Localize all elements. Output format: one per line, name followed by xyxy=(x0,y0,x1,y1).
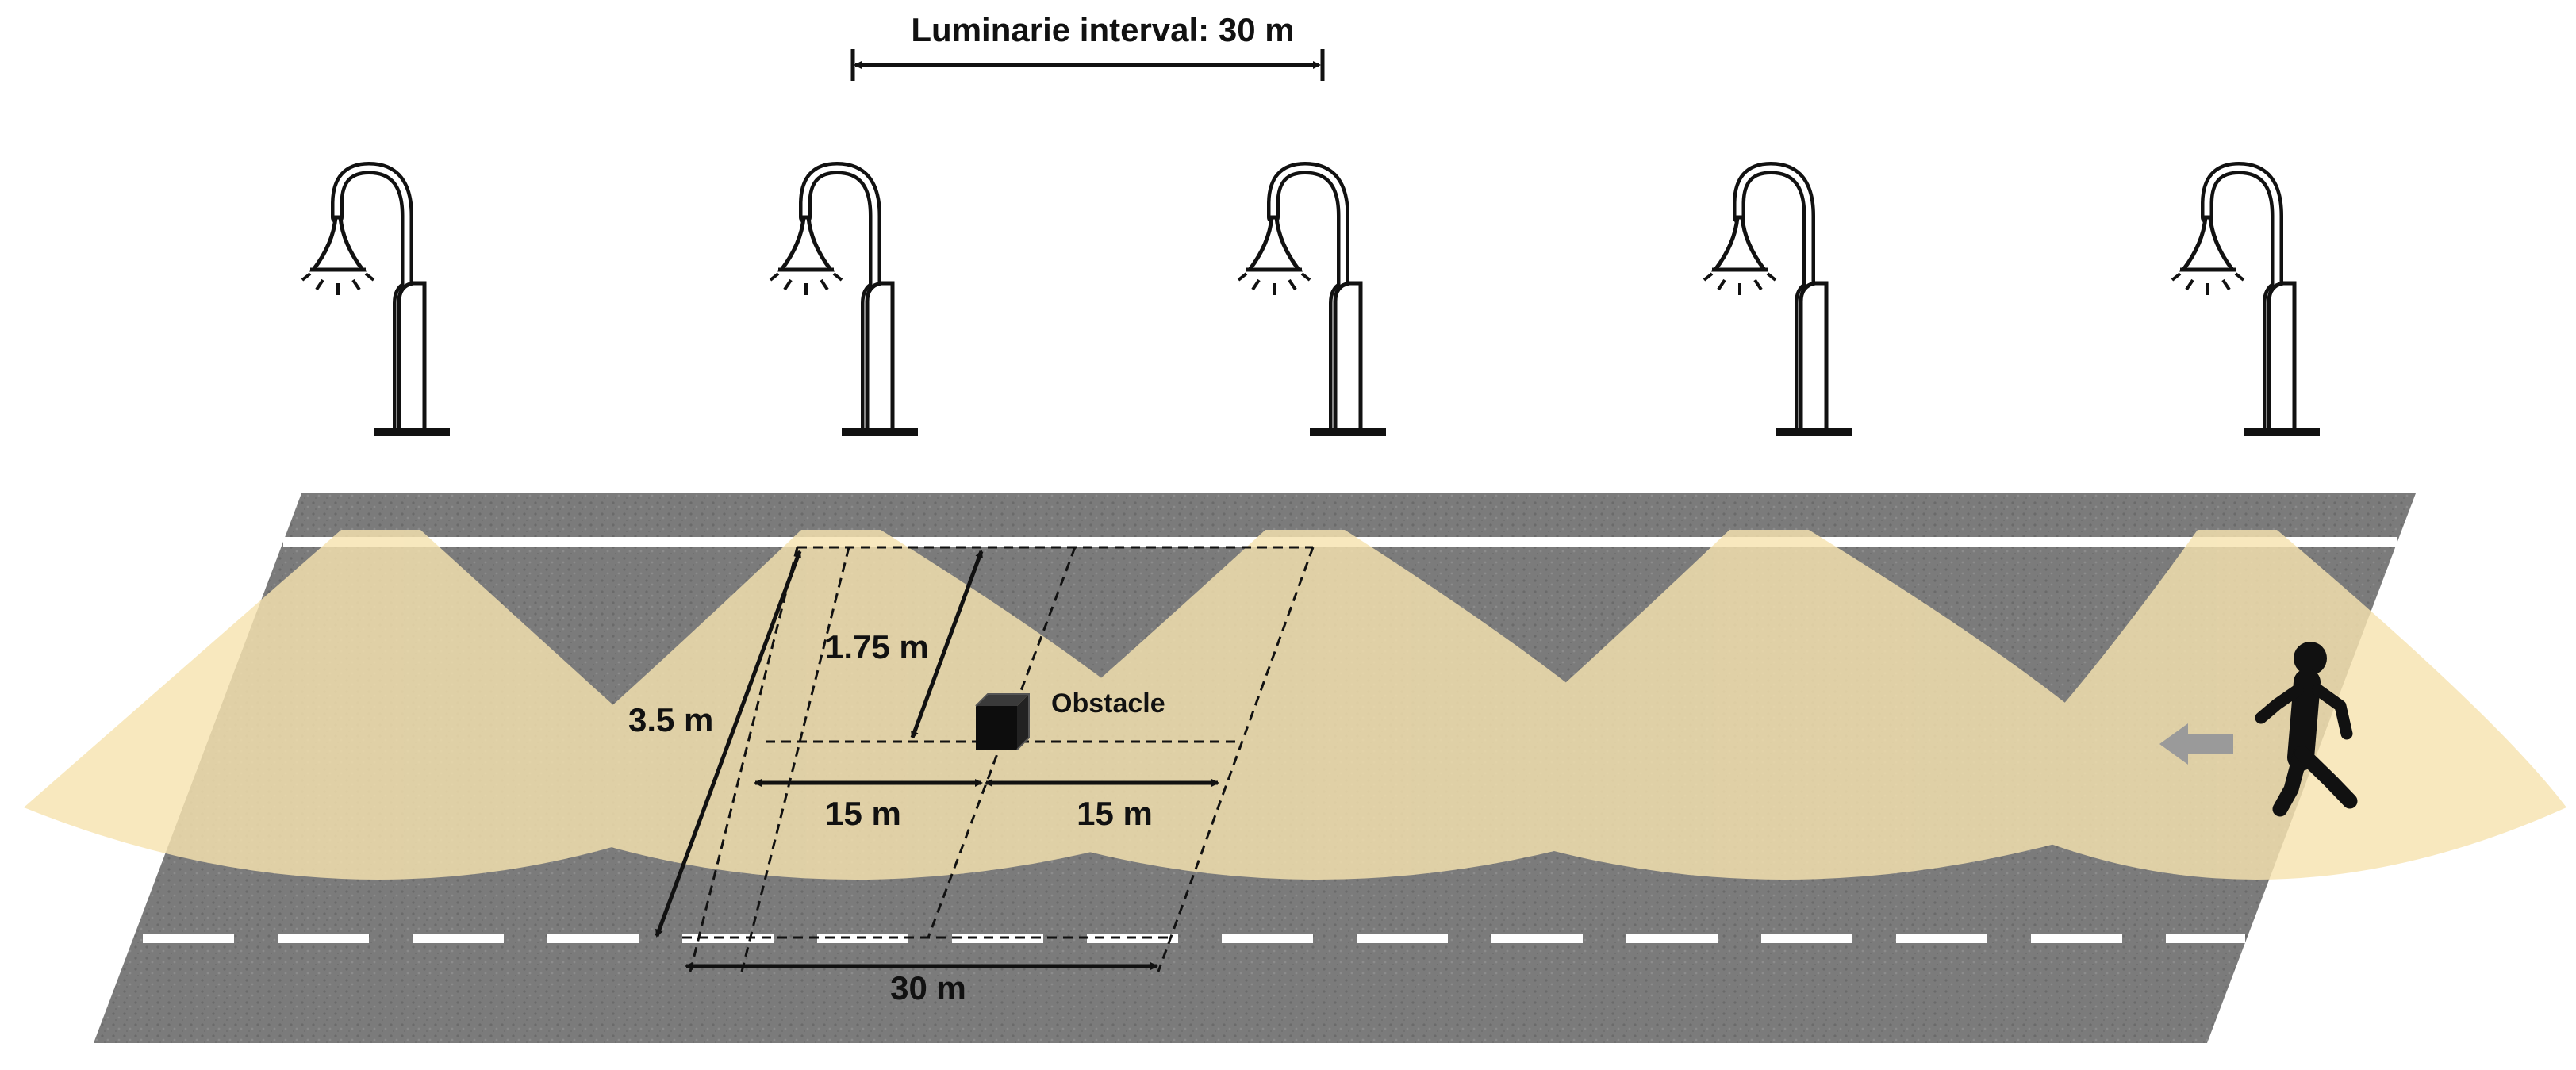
streetlight-3 xyxy=(1238,168,1386,436)
obstacle-cube-icon xyxy=(975,693,1030,750)
right-segment-label: 15 m xyxy=(1077,795,1153,832)
labels: Luminarie interval: 30 m 3.5 m 1.75 m Ob… xyxy=(628,11,1295,1007)
grid-line-2 xyxy=(740,547,850,972)
dimension-lines xyxy=(655,49,1325,970)
lane-width-label: 3.5 m xyxy=(628,701,713,738)
arrow-left-icon xyxy=(2159,723,2233,765)
left-segment-label: 15 m xyxy=(825,795,901,832)
half-lane-label: 1.75 m xyxy=(825,628,929,665)
streetlight-4 xyxy=(1704,168,1852,436)
obstacle-label: Obstacle xyxy=(1051,688,1165,719)
streetlight-1 xyxy=(302,168,450,436)
lane-width-dimension-line xyxy=(655,550,802,938)
half-lane-dimension-line xyxy=(910,550,984,739)
grid-length-label: 30 m xyxy=(890,969,966,1007)
luminaire-interval-label: Luminarie interval: 30 m xyxy=(911,11,1294,48)
light-cone-5 xyxy=(1968,530,2566,880)
light-cones xyxy=(24,530,2566,880)
streetlights xyxy=(302,168,2320,436)
grid-line-4 xyxy=(1157,547,1315,972)
pedestrian-walking-icon xyxy=(2255,642,2358,817)
streetlight-2 xyxy=(770,168,918,436)
streetlight-5 xyxy=(2172,168,2320,436)
